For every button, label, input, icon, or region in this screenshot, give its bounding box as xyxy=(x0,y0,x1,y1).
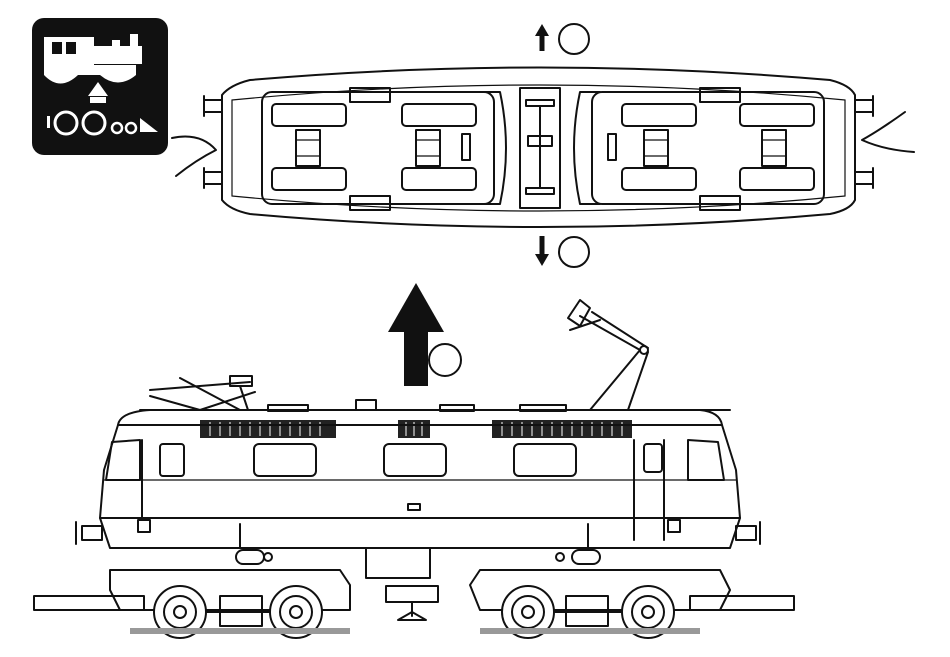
steam-locomotive-lift-icon xyxy=(32,18,168,155)
step-marker-top-up xyxy=(559,24,589,54)
pantograph-right xyxy=(568,300,648,410)
step-marker-main-up xyxy=(429,344,461,376)
bogie-right xyxy=(470,570,794,638)
locomotive-top-view xyxy=(172,68,914,228)
top-view-lift-arrow xyxy=(535,24,549,51)
top-view-lower-arrow xyxy=(535,236,549,266)
step-marker-top-down xyxy=(559,237,589,267)
bogie-left xyxy=(34,570,350,638)
pantograph-left xyxy=(150,376,255,410)
